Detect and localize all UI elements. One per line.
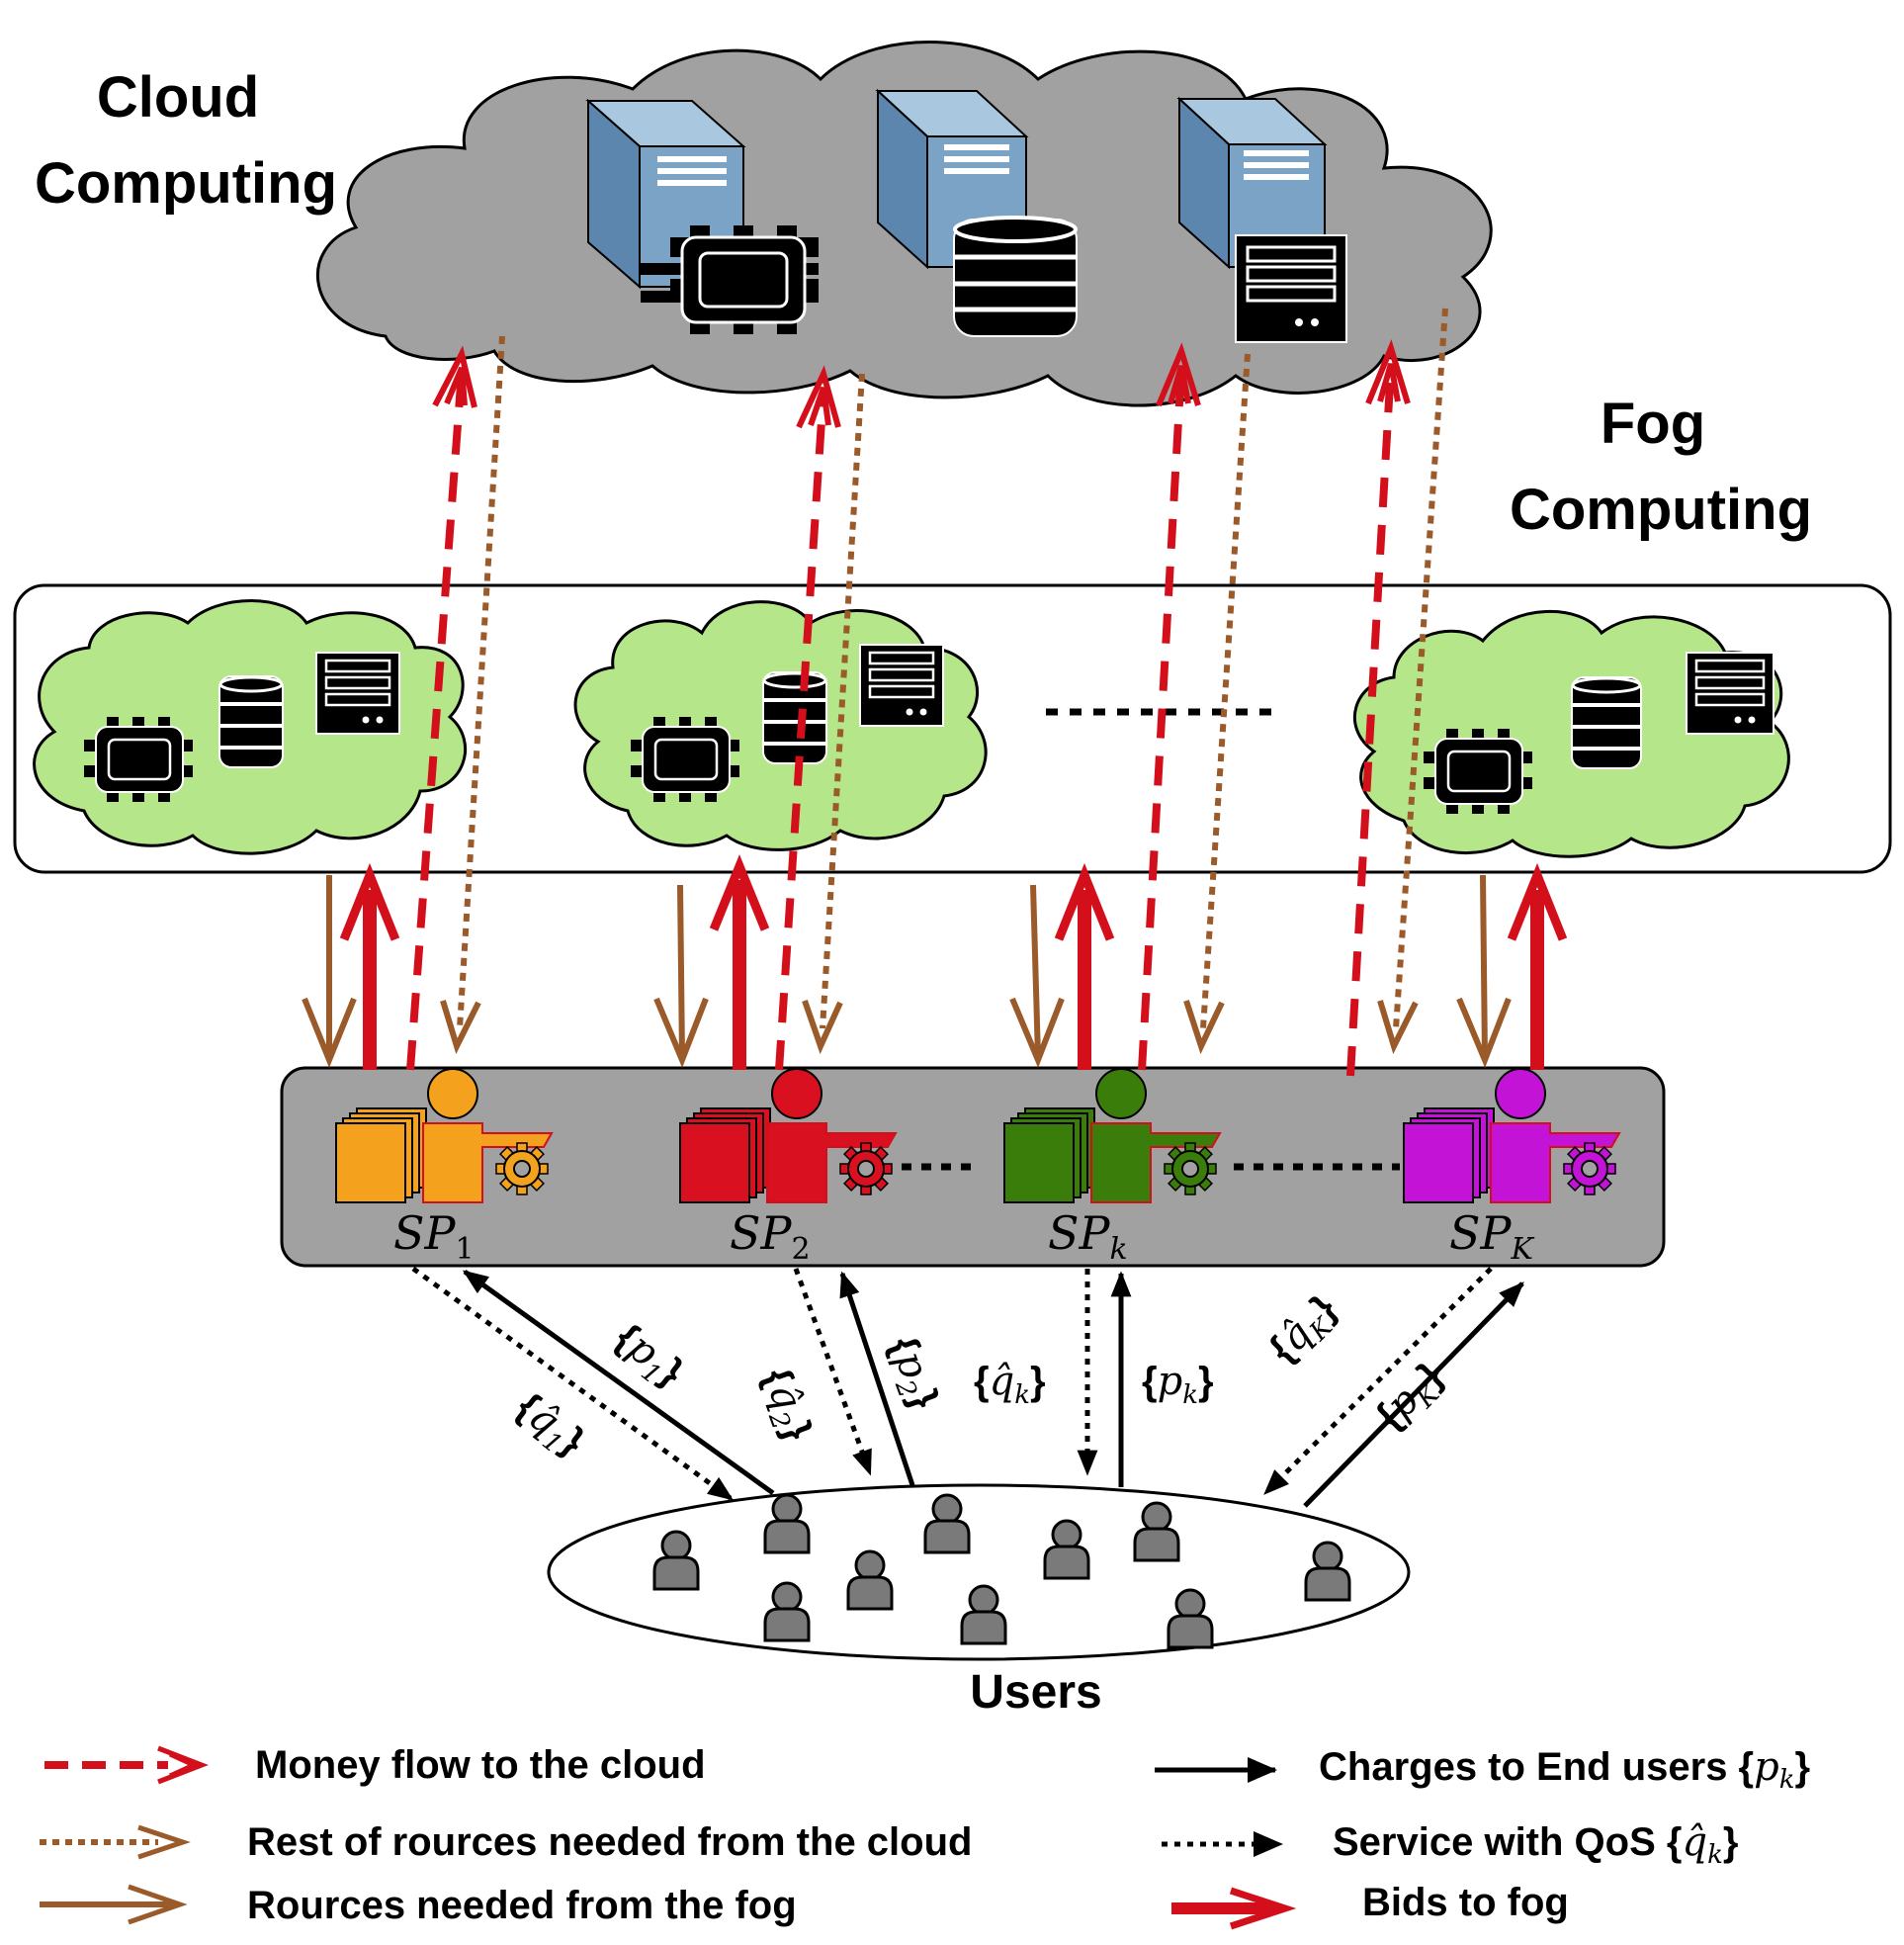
cpu-chip-icon [1424, 729, 1532, 814]
user-person-icon [652, 1530, 700, 1591]
money-flow-arrow-2 [775, 390, 827, 1071]
user-person-icon [846, 1549, 894, 1611]
charges-arrow-K [1303, 1282, 1524, 1508]
server-rack-icon [859, 644, 944, 727]
legend-fog-resources-label: Rources needed from the fog [247, 1884, 797, 1927]
service-provider-band [280, 1066, 1666, 1268]
cloud-title-line1: Cloud [97, 65, 259, 130]
cloud-title-line2: Computing [35, 151, 337, 216]
cpu-chip-icon [641, 225, 819, 334]
rest-resources-arrowhead-3 [1183, 1000, 1225, 1055]
service-arrow-1 [411, 1266, 735, 1502]
money-flow-arrowhead-4 [1365, 339, 1411, 405]
rest-resources-arrowhead-2 [802, 1000, 843, 1055]
sp-label-2: SP2 [730, 1206, 811, 1267]
server-rack-icon [1686, 652, 1774, 735]
flow-label: {q̂1} [504, 1384, 593, 1469]
service-arrow-2 [793, 1268, 873, 1476]
money-flow-arrowhead-3 [1156, 342, 1201, 407]
charges-arrow-2 [839, 1271, 915, 1486]
gear-icon [839, 1142, 893, 1195]
charges-arrow-1 [462, 1269, 775, 1496]
money-flow-arrow-1 [406, 370, 466, 1071]
sp-user-arrows [411, 1266, 1524, 1508]
fog-title-line2: Computing [1510, 478, 1812, 542]
money-flow-arrowhead-1 [432, 345, 477, 408]
money-flow-arrow-3 [1138, 367, 1185, 1071]
user-person-icon [763, 1493, 811, 1554]
service-provider-2 [679, 1068, 898, 1203]
legend-rest-resources-label: Rest of rources needed from the cloud [247, 1820, 972, 1864]
flow-label: {pk} [1142, 1359, 1214, 1410]
fog-sp-arrows [302, 854, 1568, 1070]
flow-label: {p1} [603, 1315, 692, 1400]
flow-label: {q̂k} [974, 1359, 1046, 1410]
fog-resources-arrow-4 [1480, 874, 1488, 1059]
service-provider-4 [1403, 1068, 1621, 1203]
rest-resources-arrowhead-4 [1377, 1000, 1419, 1055]
fog-title-line1: Fog [1601, 392, 1705, 456]
document-stack-icon [1003, 1107, 1095, 1203]
rest-resources-arrowhead-1 [440, 1000, 481, 1055]
service-provider-3 [1003, 1068, 1222, 1203]
user-person-icon [960, 1584, 1007, 1645]
rest-resources-arrow-2 [820, 373, 865, 1029]
money-flow-arrow-4 [1346, 365, 1395, 1077]
flow-label: {pK} [1367, 1354, 1457, 1444]
cpu-chip-icon [84, 717, 193, 802]
rest-resources-arrow-4 [1393, 308, 1448, 1029]
legend-service-label: Service with QoS {q̂k} [1333, 1819, 1738, 1870]
user-person-icon [1043, 1519, 1090, 1580]
users-icons [652, 1493, 1351, 1649]
service-provider-icons [335, 1068, 1621, 1203]
sp-label-K: SPK [1449, 1206, 1534, 1267]
user-person-icon [763, 1581, 811, 1642]
server-rack-icon [315, 652, 400, 735]
flow-label: {q̂2} [748, 1363, 822, 1449]
document-stack-icon [679, 1107, 771, 1203]
legend-money-flow-label: Money flow to the cloud [255, 1743, 706, 1787]
user-person-icon [1304, 1541, 1351, 1602]
database-icon [762, 671, 827, 764]
sp-label-1: SP1 [393, 1206, 475, 1267]
document-stack-icon [1403, 1107, 1495, 1203]
legend: Money flow to the cloud Rest of rources … [40, 1743, 1810, 1930]
sp-label-k: SPk [1048, 1206, 1128, 1267]
document-stack-icon [335, 1107, 427, 1203]
fog-resources-arrow-3 [1030, 884, 1041, 1059]
gear-icon [1164, 1142, 1217, 1195]
user-person-icon [1167, 1588, 1214, 1649]
gear-icon [1563, 1142, 1616, 1195]
server-rack-icon [1235, 234, 1347, 343]
users-title: Users [970, 1666, 1101, 1719]
flow-label: {q̂K} [1260, 1286, 1350, 1376]
legend-charges-label: Charges to End users {pk} [1319, 1744, 1810, 1795]
user-person-icon [923, 1493, 971, 1554]
cloud-sp-arrows [406, 308, 1448, 1077]
database-icon [953, 216, 1078, 337]
cpu-chip-icon [631, 717, 739, 802]
legend-bids-label: Bids to fog [1362, 1881, 1569, 1924]
user-person-icon [1133, 1501, 1180, 1562]
gear-icon [495, 1142, 549, 1195]
money-flow-arrowhead-2 [796, 365, 841, 429]
rest-resources-arrow-1 [457, 335, 505, 1029]
service-provider-1 [335, 1068, 554, 1203]
database-icon [218, 675, 284, 768]
database-icon [1571, 676, 1642, 769]
service-arrow-K [1263, 1267, 1493, 1495]
fog-resources-arrow-2 [677, 884, 685, 1059]
